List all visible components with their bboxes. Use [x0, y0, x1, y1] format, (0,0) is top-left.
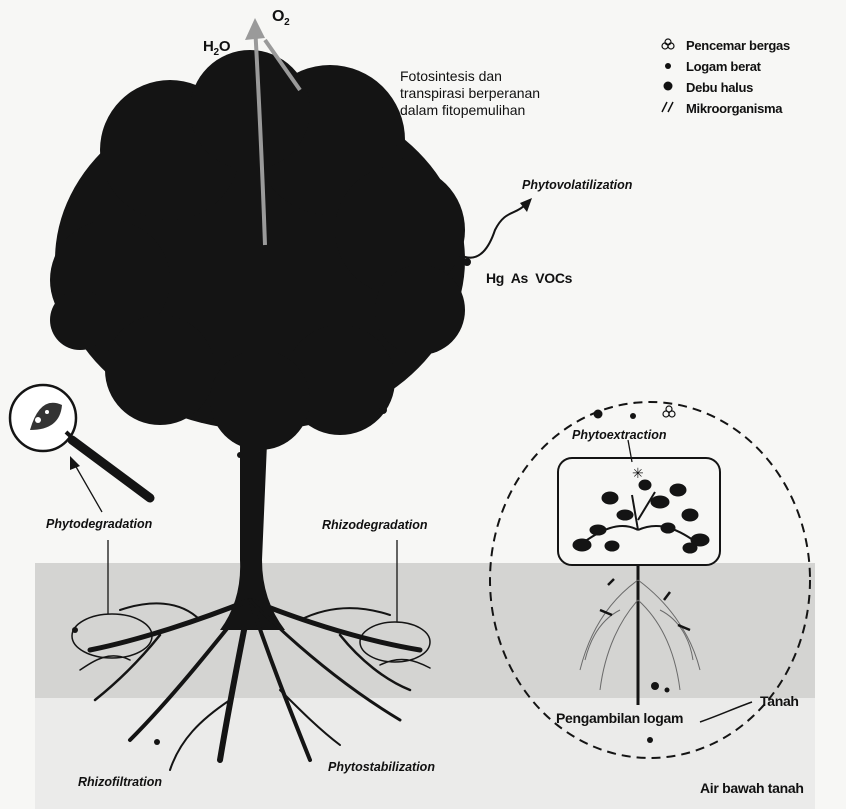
o2-arrowhead	[245, 18, 265, 40]
h2o-label: H2O	[203, 38, 230, 58]
small-dot-icon	[660, 59, 676, 74]
metal-uptake-label: Pengambilan logam	[556, 710, 683, 726]
legend-item-fine-dust: Debu halus	[660, 80, 753, 95]
phytoextraction-particles	[594, 410, 637, 420]
o2-label: O2	[272, 8, 289, 28]
groundwater-label: Air bawah tanah	[700, 780, 804, 796]
large-dot-icon	[660, 80, 676, 95]
soil-label: Tanah	[760, 693, 799, 709]
phytoextraction-label: Phytoextraction	[572, 428, 666, 442]
rhizofiltration-label: Rhizofiltration	[78, 775, 162, 789]
plant-flower-icon: ✳	[632, 465, 644, 481]
phytovolatilization-arrowhead	[520, 198, 532, 212]
rhizodegradation-label: Rhizodegradation	[322, 518, 428, 532]
phytostabilization-label: Phytostabilization	[328, 760, 435, 774]
magnifier-pointer	[75, 465, 102, 512]
phytovolatilization-arrow	[460, 205, 525, 258]
double-slash-icon	[660, 101, 676, 116]
legend-item-microorganism: Mikroorganisma	[660, 101, 782, 116]
soil-layer	[35, 563, 815, 698]
magnifier-pointer-head	[70, 456, 80, 470]
photosynthesis-note: Fotosintesis dan transpirasi berperanan …	[400, 68, 540, 119]
legend-item-gas: Pencemar bergas	[660, 38, 790, 53]
volatile-compounds-label: Hg As VOCs	[486, 270, 572, 286]
phytodegradation-label: Phytodegradation	[46, 517, 152, 531]
gas-pollutant-symbol	[663, 406, 675, 417]
gas-pollutant-icon	[660, 38, 676, 53]
phytovolatilization-label: Phytovolatilization	[522, 178, 632, 192]
legend-item-heavy-metal: Logam berat	[660, 59, 761, 74]
